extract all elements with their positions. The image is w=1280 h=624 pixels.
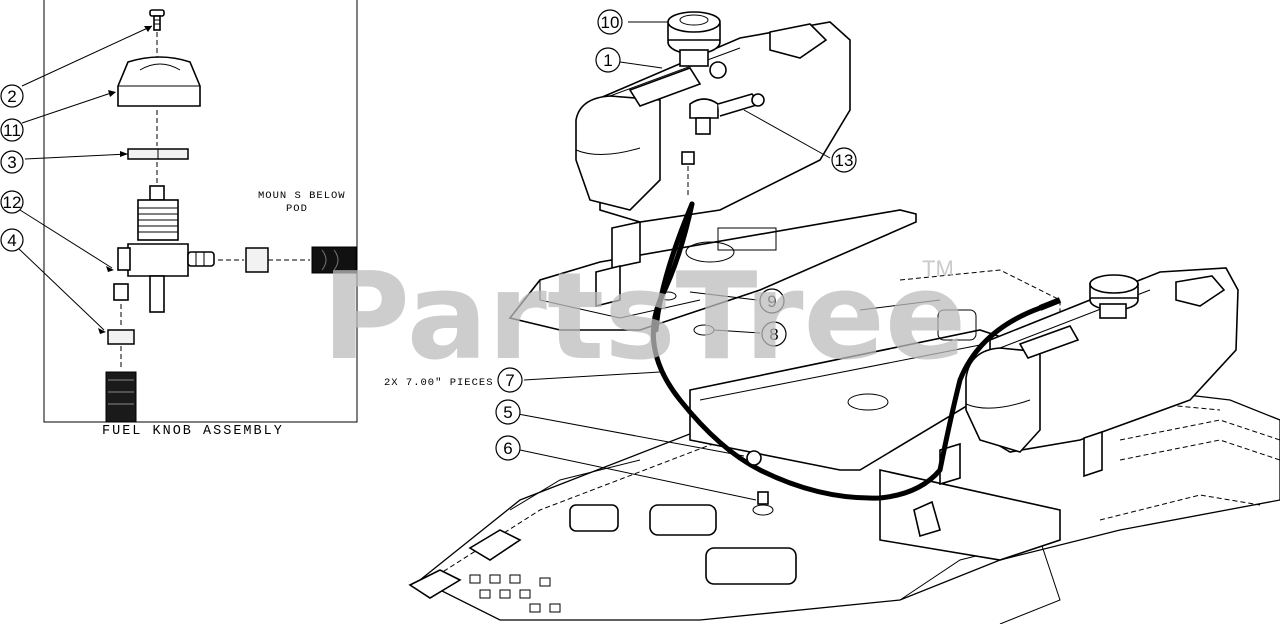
svg-text:13: 13 <box>835 151 854 170</box>
svg-text:9: 9 <box>767 292 776 311</box>
inset-panel: MOUN S BELOW POD FUEL KNOB ASSEMBLY <box>43 0 358 439</box>
part-fuel-filter <box>752 491 774 516</box>
tank-mount-pod <box>508 209 917 331</box>
svg-text:1: 1 <box>603 51 612 70</box>
hose-length-note: 2X 7.00" PIECES <box>384 377 494 389</box>
watermark-text: PartsTree <box>322 248 966 387</box>
svg-text:10: 10 <box>601 13 620 32</box>
part-fuel-knob <box>117 56 201 107</box>
svg-text:4: 4 <box>7 231 16 250</box>
callout-5[interactable]: 5 <box>495 399 521 425</box>
callout-7[interactable]: 7 <box>497 367 523 393</box>
part-fuel-valve <box>113 185 215 313</box>
svg-text:6: 6 <box>503 439 512 458</box>
svg-text:7: 7 <box>505 371 514 390</box>
svg-text:12: 12 <box>3 193 22 212</box>
inset-note-line2: POD <box>286 203 308 215</box>
callouts: 2 11 3 12 4 10 1 13 <box>0 9 857 461</box>
part-screw <box>149 9 165 31</box>
leader-lines <box>17 21 831 501</box>
callout-1[interactable]: 1 <box>595 47 621 73</box>
callout-4[interactable]: 4 <box>0 228 24 252</box>
callout-3[interactable]: 3 <box>0 150 24 174</box>
svg-text:5: 5 <box>503 403 512 422</box>
rear-frame-member <box>689 269 1061 561</box>
callout-6[interactable]: 6 <box>495 435 521 461</box>
callout-8[interactable]: 8 <box>761 321 787 347</box>
callout-10[interactable]: 10 <box>597 9 623 35</box>
svg-text:3: 3 <box>7 153 16 172</box>
watermark: PartsTree TM <box>322 248 966 387</box>
callout-12[interactable]: 12 <box>0 190 24 214</box>
callout-13[interactable]: 13 <box>831 147 857 173</box>
part-hose-clamp <box>245 247 269 273</box>
svg-text:8: 8 <box>769 325 778 344</box>
part-fuel-hose-segment <box>311 246 357 274</box>
callout-9[interactable]: 9 <box>759 288 785 314</box>
watermark-trademark: TM <box>922 256 954 281</box>
main-assembly <box>408 11 1280 624</box>
inset-title: FUEL KNOB ASSEMBLY <box>102 424 284 439</box>
frame-holes <box>469 574 561 613</box>
callout-2[interactable]: 2 <box>0 84 24 108</box>
svg-text:11: 11 <box>3 121 21 140</box>
fuel-hose <box>650 201 1062 501</box>
part-washer <box>127 148 189 160</box>
fuel-tank-lower <box>939 267 1239 486</box>
svg-text:2: 2 <box>7 87 16 106</box>
fuel-tank-upper <box>575 11 851 223</box>
inset-note-line1: MOUN S BELOW <box>258 190 346 202</box>
callout-11[interactable]: 11 <box>0 118 24 142</box>
part-clamp <box>107 329 135 345</box>
